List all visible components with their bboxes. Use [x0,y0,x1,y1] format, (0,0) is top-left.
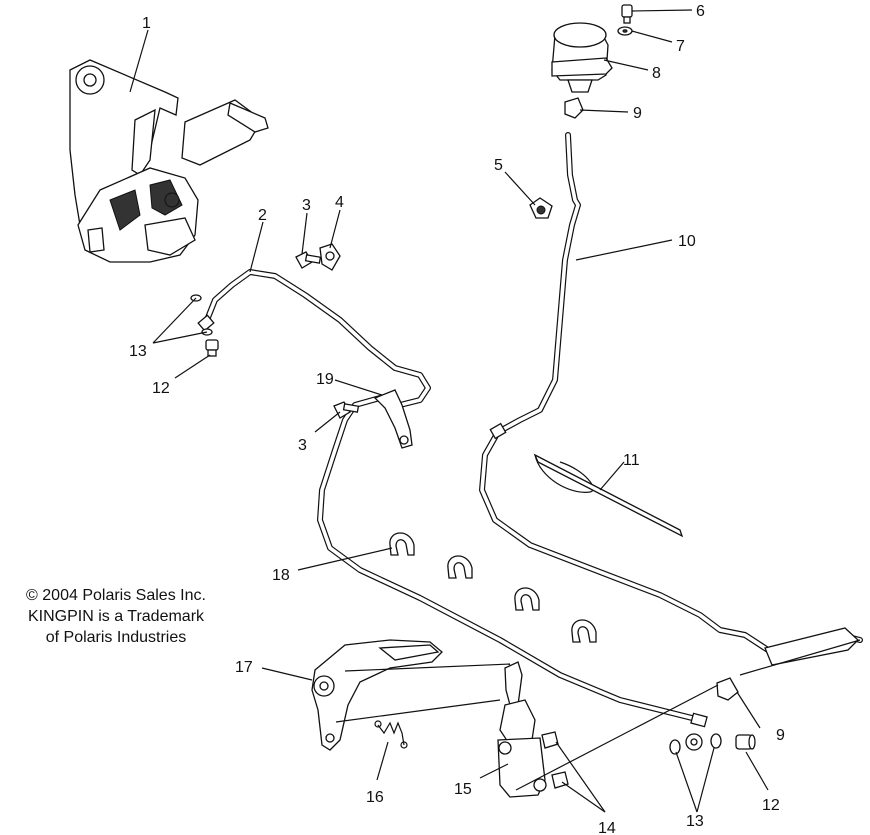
callout-numbers: 1 2 3 4 5 6 7 8 9 10 11 13 12 19 3 18 17… [129,3,785,835]
callout-12-upper: 12 [152,380,170,397]
callout-18: 18 [272,567,290,584]
callout-15: 15 [454,781,472,798]
part-7-washer [617,26,633,36]
copyright-line-2: KINGPIN is a Trademark [27,608,205,625]
callout-13-lower: 13 [686,813,704,830]
part-9-clamp-lower [716,677,739,701]
part-17-brake-pedal [311,639,443,751]
part-1-caliper-bracket [69,59,269,263]
callout-17: 17 [235,659,253,676]
callout-9-lower: 9 [776,727,785,744]
part-19-bracket [373,389,413,449]
callout-16: 16 [366,789,384,806]
callout-11: 11 [623,452,640,469]
callout-5: 5 [494,157,503,174]
callout-9-upper: 9 [633,105,642,122]
callout-3-lower: 3 [298,437,307,454]
part-3-bolt-lower [333,401,360,419]
callout-6: 6 [696,3,705,20]
part-5-fitting [529,197,553,219]
part-12-bolt-upper [205,339,219,357]
part-18-clips [389,532,597,643]
part-9-clamp-upper [564,97,584,119]
leader-lines [129,9,861,813]
part-2-brake-line [197,269,708,728]
part-4-fitting [319,243,341,271]
part-14-fittings [541,731,569,789]
part-3-bolt-upper [295,251,322,269]
part-12-bolt-lower [735,734,756,750]
callout-4: 4 [335,194,344,211]
callout-3-upper: 3 [302,197,311,214]
part-10-brake-line [479,132,863,666]
callout-14: 14 [598,820,616,835]
part-15-master-cylinder [497,661,547,798]
callout-7: 7 [676,38,685,55]
part-8-reservoir [551,22,613,93]
copyright-line-1: © 2004 Polaris Sales Inc. [26,587,206,604]
callout-19: 19 [316,371,334,388]
callout-10: 10 [678,233,696,250]
callout-1: 1 [142,15,151,32]
part-11-cable-tie [533,453,684,538]
callout-8: 8 [652,65,661,82]
part-13-washers-lower [669,733,722,755]
part-6-screw [621,4,633,24]
callout-2: 2 [258,207,267,224]
part-16-spring [374,720,408,749]
callout-13-upper: 13 [129,343,147,360]
copyright-line-3: of Polaris Industries [45,629,187,646]
copyright-notice: © 2004 Polaris Sales Inc. KINGPIN is a T… [0,585,232,648]
callout-12-lower: 12 [762,797,780,814]
